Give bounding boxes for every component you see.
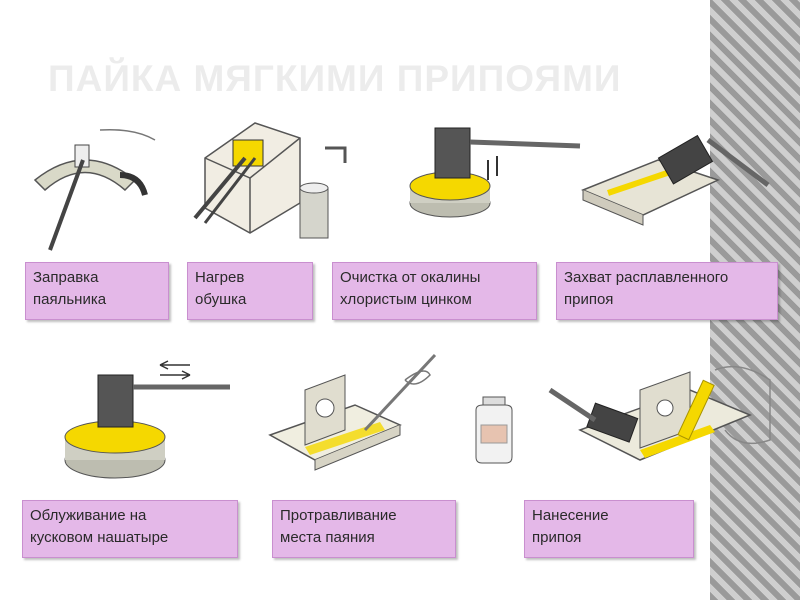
illustration-heating	[193, 122, 347, 239]
illustration-etching	[268, 353, 437, 471]
illustration-bottle	[475, 396, 513, 464]
illustration-applying-solder	[548, 365, 771, 461]
step-label-applying-solder: Нанесение припоя	[524, 500, 694, 558]
step-label-etching: Протравливание места паяния	[272, 500, 456, 558]
slide-title: Пайка мягкими припоями	[48, 58, 622, 99]
illustration-iron-dressing	[33, 128, 156, 251]
step-label-cleaning: Очистка от окалины хлористым цинком	[332, 262, 537, 320]
illustration-solder-pickup	[581, 134, 770, 226]
illustration-cleaning	[409, 127, 581, 218]
step-label-heating: Нагрев обушка	[187, 262, 313, 320]
illustration-tinning	[64, 360, 230, 479]
step-label-solder-pickup: Захват расплавленного припоя	[556, 262, 778, 320]
step-label-iron-dressing: Заправка паяльника	[25, 262, 169, 320]
step-label-tinning: Облуживание на кусковом нашатыре	[22, 500, 238, 558]
